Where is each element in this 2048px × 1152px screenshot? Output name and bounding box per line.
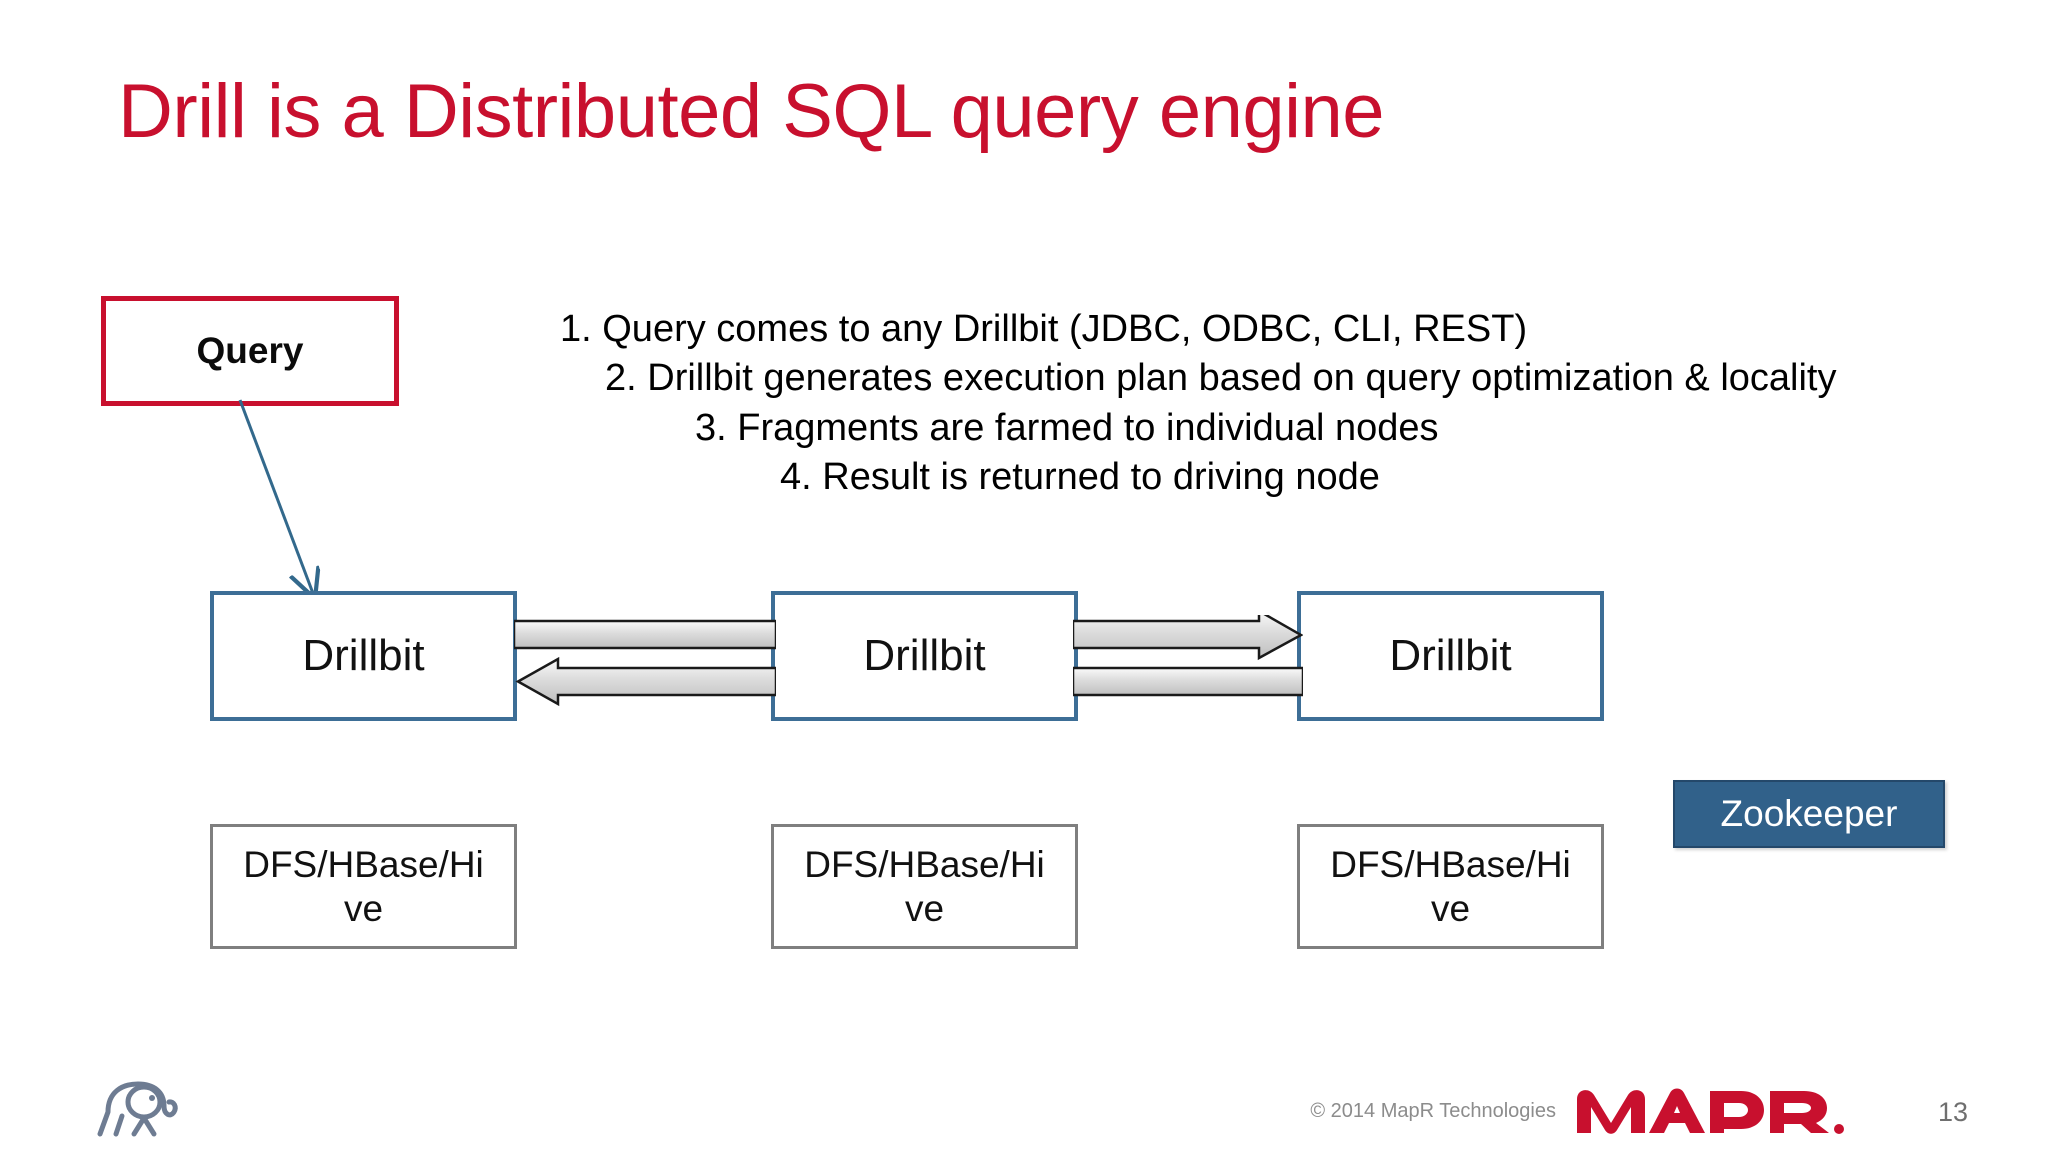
page-title: Drill is a Distributed SQL query engine <box>118 69 1385 154</box>
drillbit-node-3-label: Drillbit <box>1389 631 1512 680</box>
step-item-2: 2. Drillbit generates execution plan bas… <box>605 357 1837 400</box>
arrow-shaft-top-left <box>514 619 776 650</box>
step-item-3: 3. Fragments are farmed to individual no… <box>695 406 1439 449</box>
mapr-logo-icon <box>1577 1088 1844 1134</box>
storage-layer-1: DFS/HBase/Hive <box>210 824 517 949</box>
steps-list: 1. Query comes to any Drillbit (JDBC, OD… <box>430 305 2020 503</box>
step-item-4: 4. Result is returned to driving node <box>780 456 1380 499</box>
footer-copyright: © 2014 MapR Technologies <box>1310 1100 1556 1122</box>
drillbit-link-arrows-left <box>514 619 776 707</box>
storage-layer-2: DFS/HBase/Hive <box>771 824 1078 949</box>
storage-layer-3: DFS/HBase/Hive <box>1297 824 1604 949</box>
query-box-label: Query <box>196 330 304 371</box>
arrow-right-pointing <box>1073 615 1303 661</box>
drillbit-node-1: Drillbit <box>210 591 517 721</box>
query-to-drillbit-arrow-icon <box>238 399 440 600</box>
step-item-1: 1. Query comes to any Drillbit (JDBC, OD… <box>560 308 1528 350</box>
query-box: Query <box>101 296 399 406</box>
zookeeper-box: Zookeeper <box>1673 780 1945 848</box>
zookeeper-label: Zookeeper <box>1720 793 1898 834</box>
page-number: 13 <box>1937 1097 1968 1127</box>
drillbit-node-2: Drillbit <box>771 591 1078 721</box>
drillbit-link-arrows-right <box>1073 615 1303 697</box>
storage-layer-3-label: DFS/HBase/Hive <box>1330 843 1571 929</box>
storage-layer-1-label: DFS/HBase/Hive <box>243 843 484 929</box>
drillbit-node-2-label: Drillbit <box>863 631 986 680</box>
arrow-left-pointing <box>515 656 776 707</box>
storage-layer-2-label: DFS/HBase/Hive <box>804 843 1045 929</box>
drillbit-node-1-label: Drillbit <box>302 631 425 680</box>
drillbit-node-3: Drillbit <box>1297 591 1604 721</box>
elephant-logo-icon <box>97 1081 178 1137</box>
arrow-shaft-bottom-right <box>1073 666 1303 697</box>
